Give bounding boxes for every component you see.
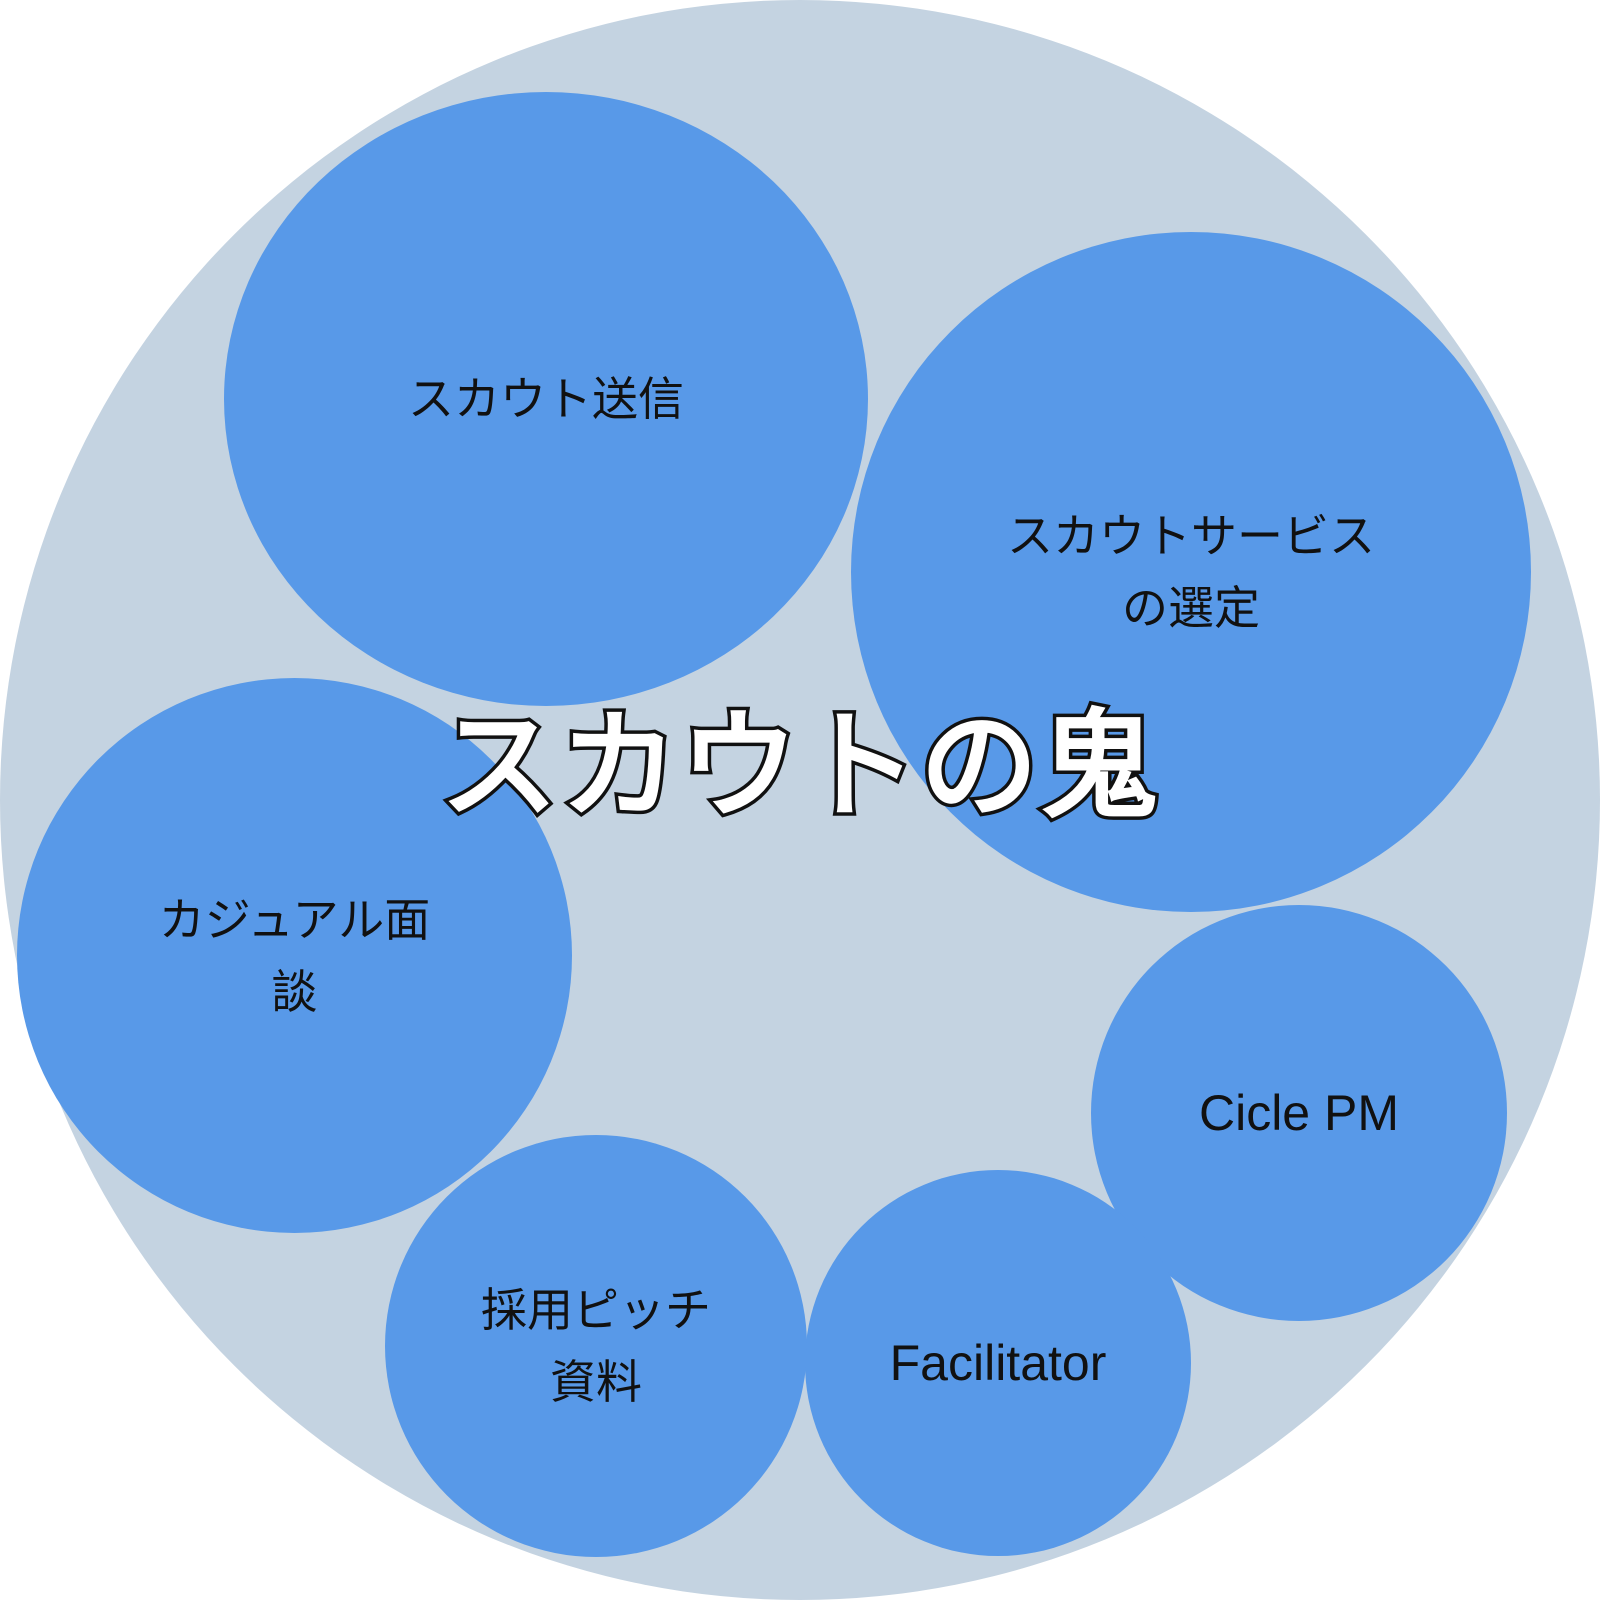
- bubble-label-service-select: スカウトサービス の選定: [1007, 509, 1375, 635]
- bubble-cicle-pm: Cicle PM: [1091, 905, 1507, 1321]
- bubble-label-cicle-pm: Cicle PM: [1198, 1085, 1400, 1141]
- bubble-service-select: スカウトサービス の選定: [851, 232, 1531, 912]
- bubble-label-pitch-deck: 採用ピッチ 資料: [481, 1283, 711, 1409]
- bubble-facilitator: Facilitator: [805, 1170, 1191, 1556]
- bubble-scout-send: スカウト送信: [224, 92, 868, 706]
- bubble-pitch-deck: 採用ピッチ 資料: [385, 1135, 807, 1557]
- bubble-casual-interview: カジュアル面 談: [17, 678, 572, 1233]
- bubble-label-casual-interview: カジュアル面 談: [158, 892, 431, 1019]
- diagram-title: スカウトの鬼: [436, 693, 1161, 838]
- bubble-label-facilitator: Facilitator: [889, 1335, 1107, 1391]
- bubble-label-scout-send: スカウト送信: [408, 372, 684, 426]
